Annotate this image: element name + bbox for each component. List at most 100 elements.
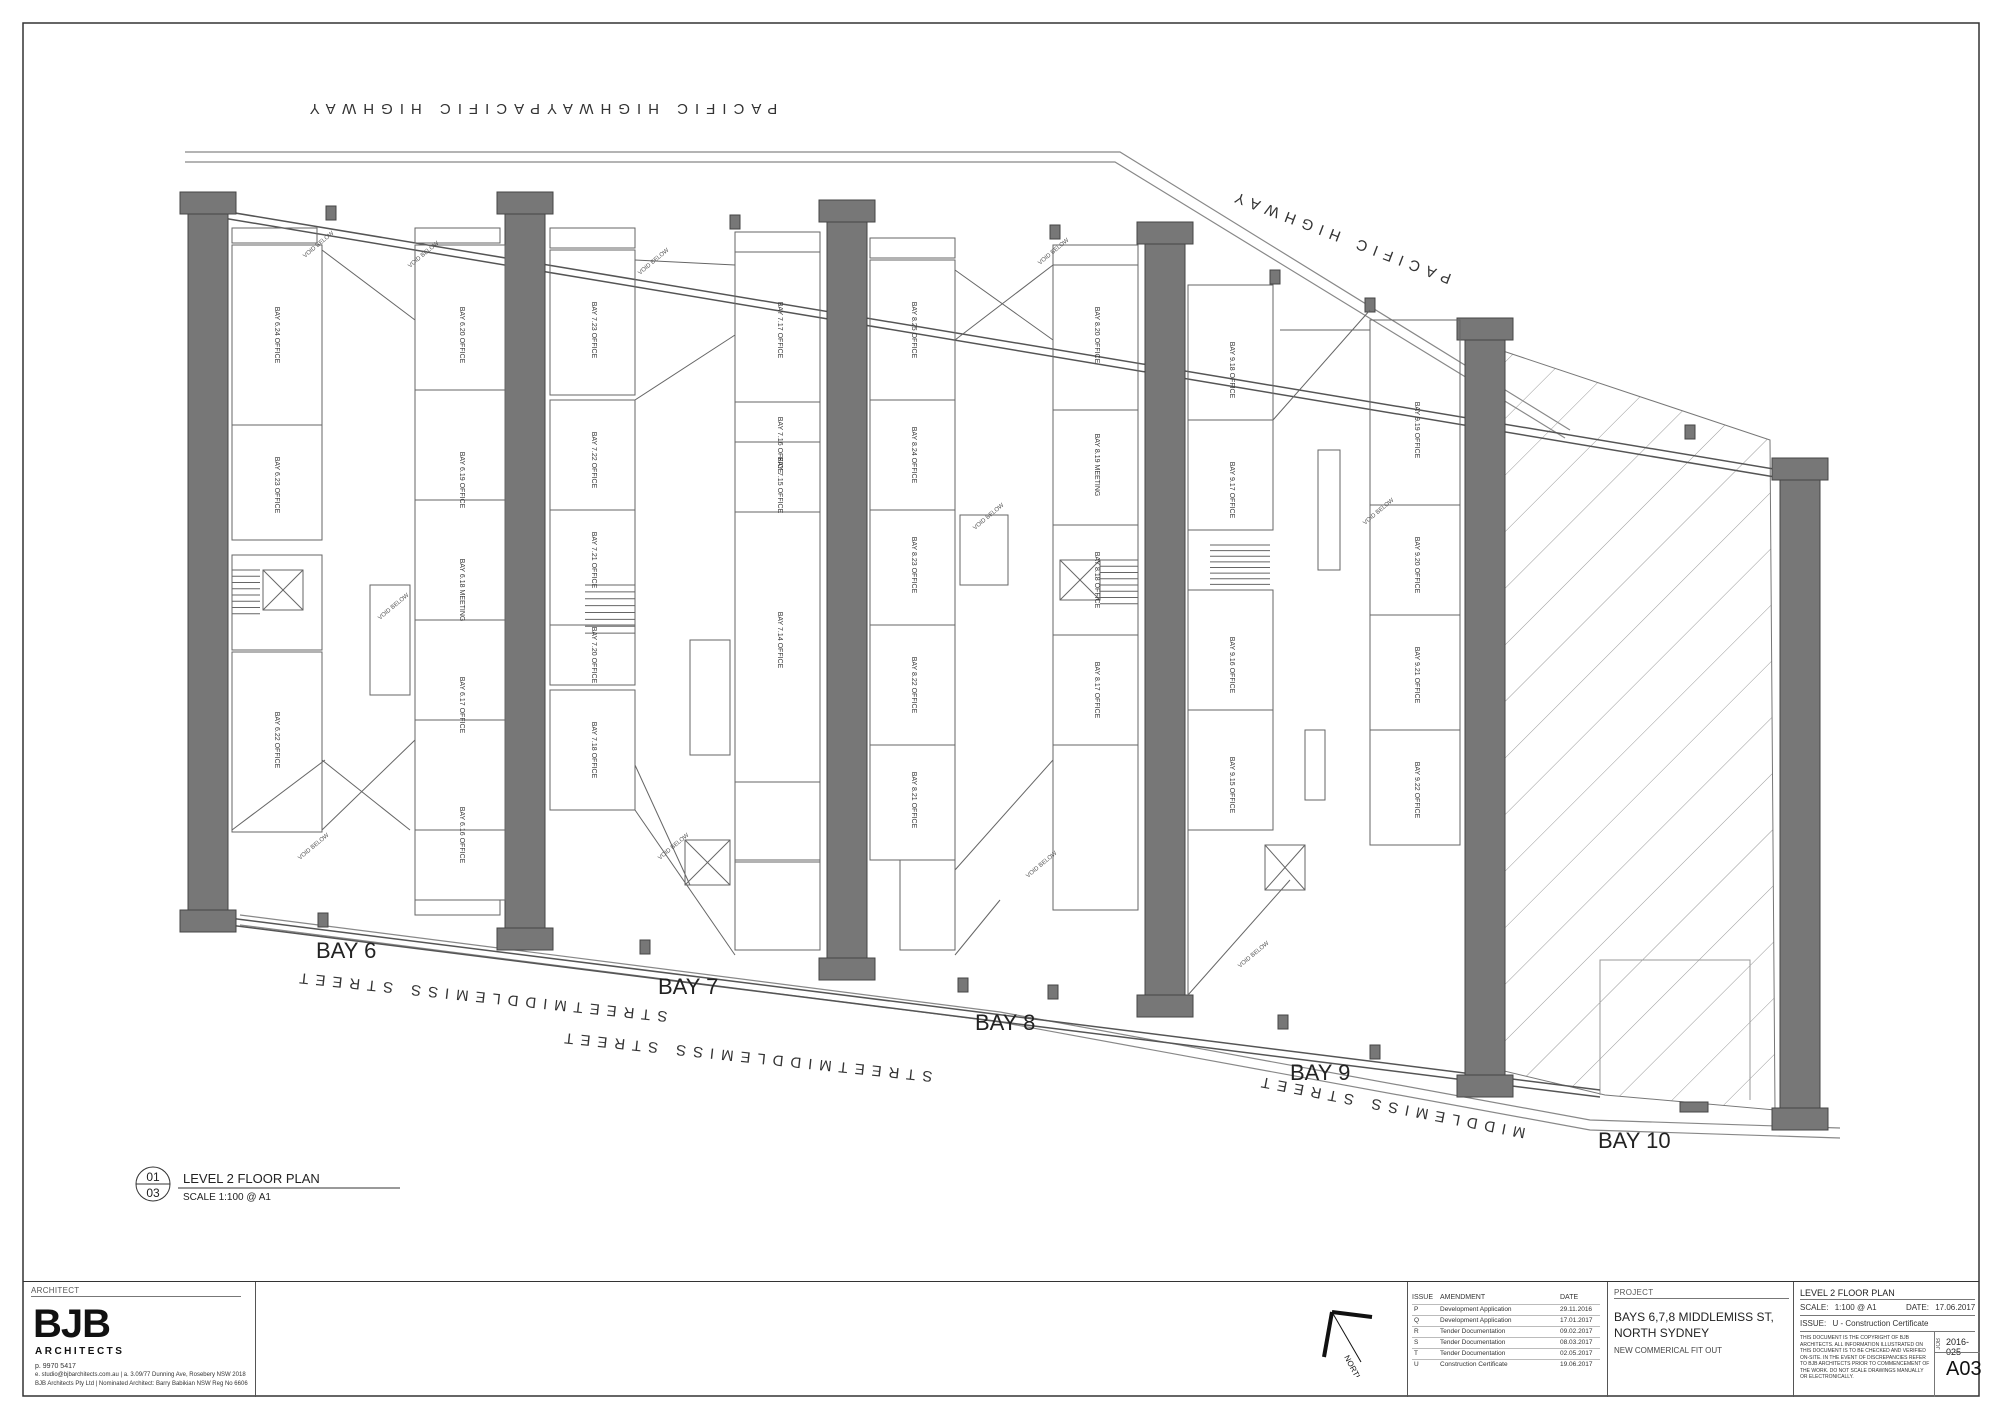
void-below-label: VOID BELOW (377, 592, 410, 621)
office-label-bay9: BAY 9.19 OFFICE (1413, 402, 1420, 459)
plan-scale: SCALE 1:100 @ A1 (183, 1192, 271, 1203)
project-cell: PROJECT BAYS 6,7,8 MIDDLEMISS ST, NORTH … (1607, 1282, 1793, 1397)
issue-field: ISSUE: U - Construction Certificate (1800, 1319, 1929, 1328)
void-below-label: VOID BELOW (297, 832, 330, 861)
bay-label-7: BAY 7 (658, 974, 718, 999)
office-label-bay8: BAY 8.19 MEETING (1093, 434, 1100, 497)
office-label-bay8: BAY 8.20 OFFICE (1093, 307, 1100, 364)
balcony-screen (734, 231, 821, 253)
title-block: ARCHITECT BJB ARCHITECTS p. 9970 5417 e.… (23, 1281, 1982, 1397)
office-label-bay7: BAY 7.21 OFFICE (590, 532, 597, 589)
rooms-layer (231, 227, 1461, 996)
bjb-logo: BJB (33, 1302, 111, 1346)
office-label-bay8: BAY 8.24 OFFICE (910, 427, 917, 484)
road-label-pacific-highway-right: PACIFIC HIGHWAY (1226, 186, 1454, 287)
balcony-screen (869, 237, 956, 259)
issue-amendment: Tender Documentation (1440, 1328, 1506, 1335)
office-room (734, 781, 821, 863)
office-label-bay6: BAY 6.17 OFFICE (458, 677, 465, 734)
diagonal-line (231, 759, 326, 831)
diagonal-line (634, 259, 736, 266)
diagonal-line (1187, 879, 1291, 996)
office-label-bay9: BAY 9.20 OFFICE (1413, 537, 1420, 594)
issue-code: T (1414, 1350, 1418, 1357)
sheet-title: LEVEL 2 FLOOR PLAN (1800, 1288, 1895, 1298)
wall-bay7-8 (826, 211, 868, 966)
plan-ref-sheet: 03 (146, 1186, 160, 1200)
office-label-bay8: BAY 8.25 OFFICE (910, 302, 917, 359)
bay10-hatched-area (1499, 349, 1776, 1111)
office-label-bay7: BAY 7.15 OFFICE (776, 457, 783, 514)
diagonal-line (321, 759, 411, 831)
project-label: PROJECT (1614, 1288, 1654, 1297)
diagonal-line (1264, 844, 1306, 891)
office-room (231, 424, 323, 541)
lift-shaft (684, 839, 731, 886)
issue-value: U - Construction Certificate (1832, 1319, 1929, 1328)
job-label: JOB (1936, 1338, 1942, 1350)
balcony-screen (549, 227, 636, 249)
office-label-bay6: BAY 6.23 OFFICE (273, 457, 280, 514)
void-below-label: VOID BELOW (657, 832, 690, 861)
date-col-header: DATE (1560, 1294, 1579, 1301)
issue-amendment: Construction Certificate (1440, 1361, 1508, 1368)
void-below-label: VOID BELOW (1362, 497, 1395, 526)
void-below (689, 639, 731, 756)
pacific-highway-edge (185, 151, 1571, 439)
date-label: DATE: (1906, 1303, 1929, 1312)
office-label-bay6: BAY 6.20 OFFICE (458, 307, 465, 364)
office-label-bay7: BAY 7.23 OFFICE (590, 302, 597, 359)
issue-date: 29.11.2016 (1560, 1306, 1593, 1313)
contact-registration: BJB Architects Pty Ltd | Nominated Archi… (35, 1381, 248, 1387)
road-label-middlemiss-mid: STREETMIDDLEMISS STREET (557, 1028, 934, 1084)
party-walls (179, 191, 1829, 1131)
scale-field: SCALE: 1:100 @ A1 (1800, 1303, 1877, 1312)
date-value: 17.06.2017 (1935, 1303, 1976, 1312)
office-label-bay7: BAY 7.17 OFFICE (776, 302, 783, 359)
issue-label: ISSUE: (1800, 1319, 1827, 1328)
balcony-screen (1052, 244, 1139, 266)
office-label-bay9: BAY 9.22 OFFICE (1413, 762, 1420, 819)
issue-col-header: ISSUE (1412, 1294, 1434, 1301)
facade-lines (204, 207, 1781, 1098)
office-label-bay7: BAY 7.20 OFFICE (590, 627, 597, 684)
office-label-bay6: BAY 6.18 MEETING (458, 559, 465, 622)
office-label-bay8: BAY 8.17 OFFICE (1093, 662, 1100, 719)
lift-lobby (231, 554, 323, 651)
balcony-screen (231, 227, 318, 244)
bay10-internal-line (1599, 959, 1751, 1100)
void-below (1304, 729, 1326, 801)
job-number: 2016-025 (1946, 1337, 1970, 1357)
project-address-line2: NORTH SYDNEY (1614, 1326, 1710, 1340)
office-label-bay9: BAY 9.15 OFFICE (1228, 757, 1235, 814)
stair (232, 569, 260, 615)
office-room (549, 249, 636, 396)
office-room (231, 651, 323, 833)
plan-title: LEVEL 2 FLOOR PLAN (183, 1171, 320, 1186)
contact-email-address: e. studio@bjbarchitects.com.au | a. 3.09… (35, 1372, 246, 1378)
diagonal-line (634, 334, 736, 401)
void-below-label: VOID BELOW (1025, 850, 1058, 879)
plan-reference: 01 03 LEVEL 2 FLOOR PLAN SCALE 1:100 @ A… (135, 1166, 400, 1203)
project-description: NEW COMMERICAL FIT OUT (1614, 1346, 1722, 1355)
office-label-bay6: BAY 6.19 OFFICE (458, 452, 465, 509)
wall-bay8-9 (1144, 239, 1186, 1001)
office-label-bay9: BAY 9.21 OFFICE (1413, 647, 1420, 704)
lift-lobby (899, 859, 956, 951)
office-label-bay9: BAY 9.17 OFFICE (1228, 462, 1235, 519)
lift-cross (262, 569, 304, 611)
issue-amendment: Development Application (1440, 1317, 1512, 1324)
office-room (1187, 419, 1274, 531)
office-label-bay9: BAY 9.16 OFFICE (1228, 637, 1235, 694)
office-room (1369, 729, 1461, 846)
balcony-screen (414, 899, 501, 916)
bay-label-8: BAY 8 (975, 1010, 1035, 1035)
diagonal-line (684, 839, 731, 886)
road-label-pacific-highway-top: PACIFIC HIGHWAYPACIFIC HIGHWAY (303, 100, 777, 117)
issue-code: U (1414, 1361, 1419, 1368)
issue-code: Q (1414, 1317, 1420, 1324)
office-label-bay6: BAY 6.22 OFFICE (273, 712, 280, 769)
issue-date: 17.01.2017 (1560, 1317, 1593, 1324)
stair (1100, 559, 1138, 605)
